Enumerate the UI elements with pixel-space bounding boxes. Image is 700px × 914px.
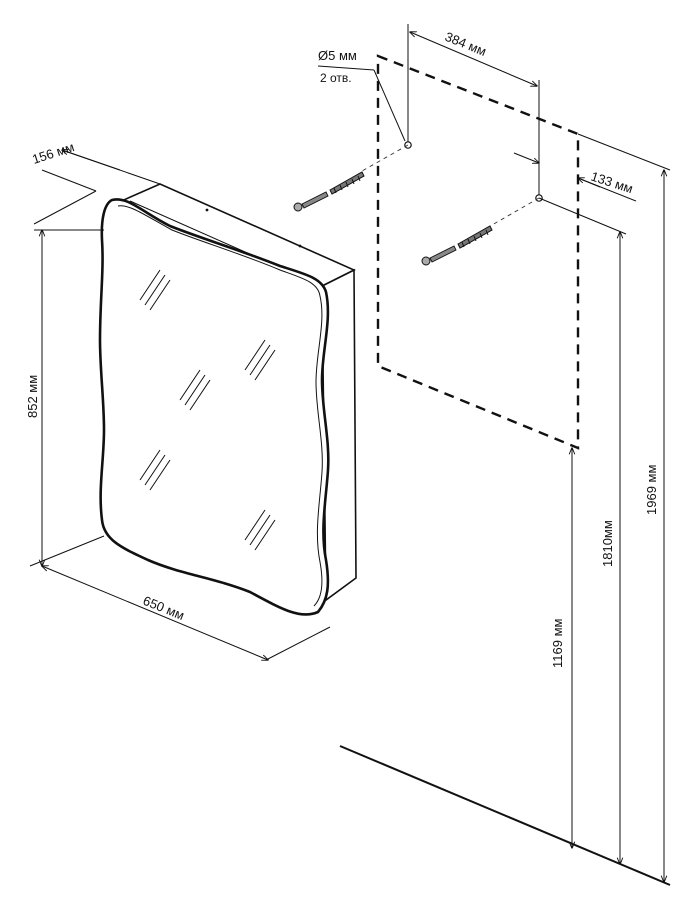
bottom-height-dimension: 1169 мм [550,448,572,848]
top-height-label: 1969 мм [644,465,659,515]
mirror-door [98,198,330,616]
height-label: 852 мм [25,375,40,418]
side-offset-dimension: 133 мм [513,152,637,202]
side-offset-label: 133 мм [589,169,635,197]
mounting-holes [404,141,543,202]
mounting-outline [376,54,580,450]
hole-spacing-label: 384 мм [443,29,489,59]
height-dimension: 852 мм [25,230,105,566]
hole-count-label: 2 отв. [320,71,352,85]
glass-reflection [139,269,276,551]
hole-height-dimension: 1810мм [538,197,627,864]
top-height-dimension: 1969 мм [577,133,671,882]
bottom-height-label: 1169 мм [550,618,565,668]
screw-upper [293,144,409,212]
depth-label: 156 мм [30,139,76,167]
floor-line [339,745,671,886]
width-label: 650 мм [141,593,187,623]
screw-lower [421,197,540,266]
hole-diameter-label: Ø5 мм [318,48,357,63]
hole-height-label: 1810мм [600,520,615,567]
hole-spacing-dimension: 384 мм [407,24,540,195]
mirror-cabinet [98,183,357,616]
hole-callout: Ø5 мм 2 отв. [317,48,406,142]
